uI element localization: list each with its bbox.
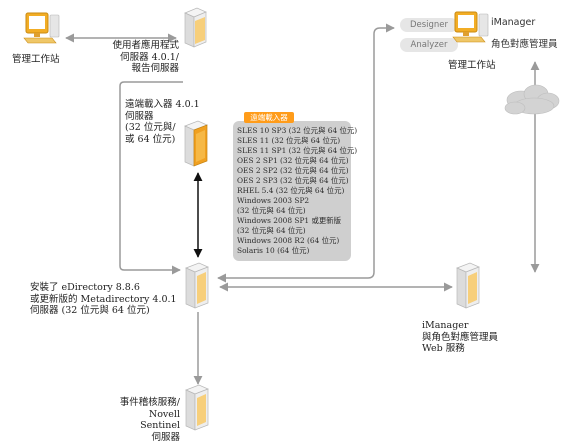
edirectory-server-icon — [185, 262, 209, 309]
link-edirectory-to-admin-right — [217, 23, 395, 283]
remote-loader-server-icon — [184, 120, 208, 167]
os-item: OES 2 SP2 (32 位元與 64 位元) — [237, 166, 349, 175]
os-item: (32 位元與 64 位元) — [237, 206, 306, 215]
user-app-server-icon — [184, 7, 207, 48]
os-item: OES 2 SP3 (32 位元與 64 位元) — [237, 176, 349, 185]
user-app-server-label: 使用者應用程式 伺服器 4.0.1/ 報告伺服器 — [112, 40, 179, 74]
workstation-icon-left — [23, 12, 60, 44]
os-item: Windows 2008 SP1 或更新版 — [237, 216, 342, 225]
admin-workstation-right-label: 管理工作站 — [448, 60, 496, 71]
analyzer-tag: Analyzer — [400, 38, 458, 52]
os-item: OES 2 SP1 (32 位元與 64 位元) — [237, 156, 349, 165]
os-item: Solaris 10 (64 位元) — [237, 246, 310, 255]
imanager-server-label: iManager 與角色對應管理員 Web 服務 — [422, 320, 499, 354]
remote-loader-os-title: 遠端載入器 — [244, 112, 294, 123]
role-mapping-app-label: 角色對應管理員 — [491, 39, 558, 50]
imanager-server-icon — [456, 262, 480, 309]
imanager-app-label: iManager — [491, 17, 536, 28]
os-item: SLES 11 (32 位元與 64 位元) — [237, 136, 341, 145]
remote-loader-label: 遠端載入器 4.0.1 伺服器 (32 位元與/ 或 64 位元) — [125, 99, 200, 145]
designer-tag: Designer — [400, 18, 458, 32]
os-item: Windows 2008 R2 (64 位元) — [237, 236, 340, 245]
os-item: SLES 11 SP1 (32 位元與 64 位元) — [237, 146, 358, 155]
os-item: SLES 10 SP3 (32 位元與 64 位元) — [237, 126, 358, 135]
link-userapp-to-edirectory — [119, 81, 183, 275]
os-item: Windows 2003 SP2 — [237, 196, 310, 205]
audit-server-icon — [185, 384, 209, 431]
workstation-icon-right — [452, 11, 489, 43]
audit-server-label: 事件稽核服務/ Novell Sentinel 伺服器 — [119, 397, 180, 443]
admin-workstation-left-label: 管理工作站 — [12, 54, 60, 65]
os-item: (32 位元與 64 位元) — [237, 226, 306, 235]
cloud-icon — [504, 84, 560, 115]
remote-loader-os-list: SLES 10 SP3 (32 位元與 64 位元) SLES 11 (32 位… — [237, 126, 358, 256]
os-item: RHEL 5.4 (32 位元與 64 位元) — [237, 186, 345, 195]
remote-loader-os-panel — [233, 121, 351, 261]
edirectory-server-label: 安裝了 eDirectory 8.8.6 或更新版的 Metadirectory… — [30, 282, 177, 316]
